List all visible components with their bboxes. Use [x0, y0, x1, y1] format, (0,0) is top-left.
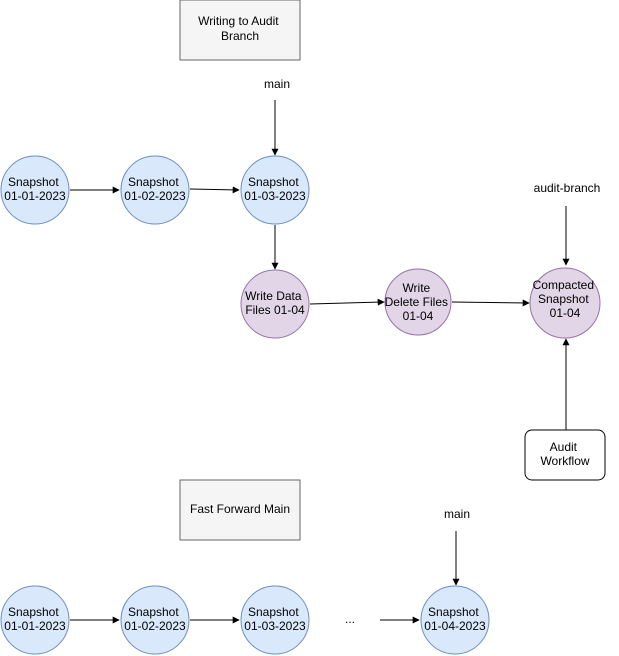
edge-snapshot-2-to-3 — [189, 186, 240, 194]
snapshot-node-01-04-2023-bottom[interactable]: Snapshot 01-04-2023 — [420, 585, 490, 655]
edge-write-data-to-write-delete — [309, 298, 385, 306]
snapshot-label: Snapshot 01-04-2023 — [424, 605, 486, 633]
writing-to-audit-branch-title: Writing to Audit Branch — [198, 14, 282, 43]
snapshot-node-01-02-2023[interactable]: Snapshot 01-02-2023 — [120, 155, 190, 225]
title-line: Writing to Audit — [198, 14, 279, 28]
audit-workflow-node[interactable]: Audit Workflow — [524, 429, 606, 481]
write-delete-files-node[interactable]: Write Delete Files 01-04 — [384, 268, 452, 336]
write-data-files-label: Write Data Files 01-04 — [245, 289, 305, 317]
section-fast-forward-main: Fast Forward Main main Snapshot 01-01-20… — [0, 479, 490, 655]
compacted-snapshot-label: Compacted Snapshot 01-04 — [533, 278, 598, 320]
snapshot-node-01-03-2023[interactable]: Snapshot 01-03-2023 — [240, 155, 310, 225]
title-line: Branch — [221, 29, 259, 43]
writing-to-audit-branch-box — [179, 0, 301, 61]
section-writing-to-audit-branch: Writing to Audit Branch main Snapshot 01… — [0, 0, 606, 481]
audit-workflow-label: Audit Workflow — [540, 440, 589, 468]
snapshot-label: Snapshot 01-01-2023 — [4, 605, 66, 633]
snapshot-label: Snapshot 01-02-2023 — [124, 605, 186, 633]
snapshot-label: Snapshot 01-01-2023 — [4, 175, 66, 203]
write-delete-files-label: Write Delete Files 01-04 — [385, 281, 452, 323]
snapshot-label: Snapshot 01-02-2023 — [124, 175, 186, 203]
main-label: main — [264, 77, 290, 91]
fast-forward-main-box — [179, 479, 301, 541]
main-label-bottom: main — [444, 507, 470, 521]
snapshot-label: Snapshot 01-03-2023 — [244, 605, 306, 633]
compacted-snapshot-node[interactable]: Compacted Snapshot 01-04 — [529, 267, 601, 339]
snapshot-node-01-02-2023-bottom[interactable]: Snapshot 01-02-2023 — [120, 585, 190, 655]
snapshot-label: Snapshot 01-03-2023 — [244, 175, 306, 203]
snapshot-node-01-01-2023[interactable]: Snapshot 01-01-2023 — [0, 155, 70, 225]
fast-forward-main-title: Fast Forward Main — [190, 502, 290, 516]
edge-write-delete-to-compacted — [451, 299, 530, 307]
ellipsis: ... — [345, 612, 355, 626]
snapshot-node-01-03-2023-bottom[interactable]: Snapshot 01-03-2023 — [240, 585, 310, 655]
write-data-files-node[interactable]: Write Data Files 01-04 — [240, 269, 310, 339]
snapshot-node-01-01-2023-bottom[interactable]: Snapshot 01-01-2023 — [0, 585, 70, 655]
audit-branch-label: audit-branch — [534, 181, 601, 195]
